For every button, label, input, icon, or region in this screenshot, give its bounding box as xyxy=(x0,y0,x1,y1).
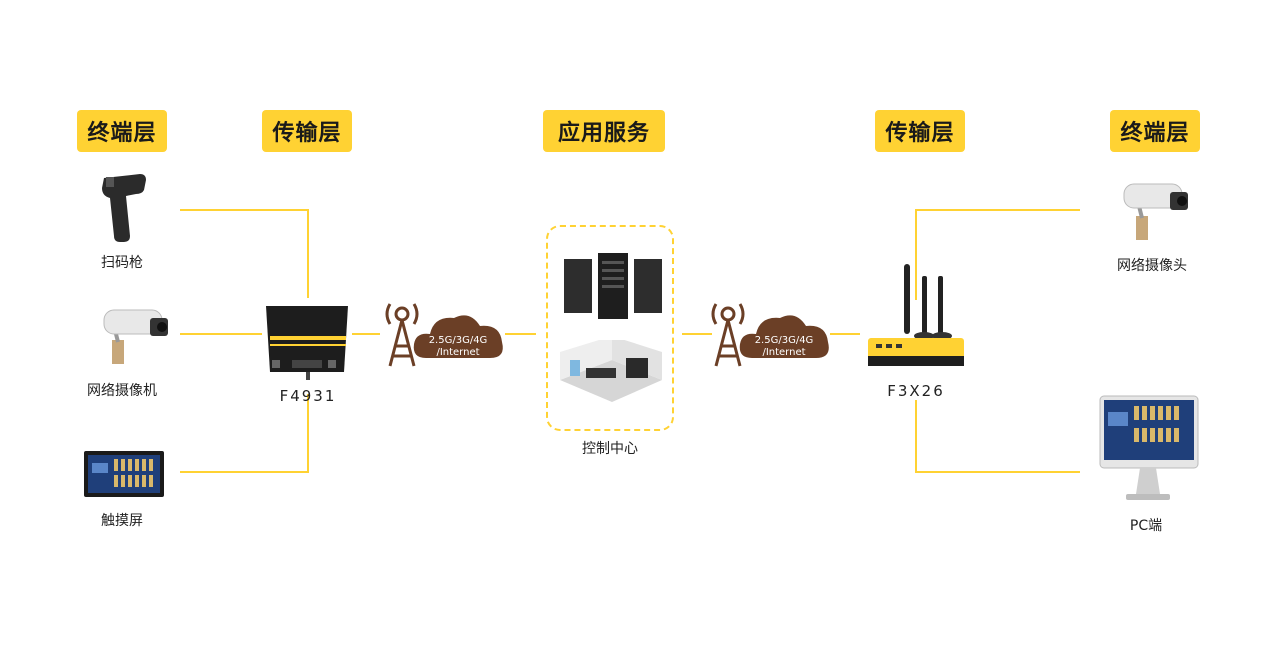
layer-tag-right-terminal: 终端层 xyxy=(1110,110,1200,152)
touchscreen-label: 触摸屏 xyxy=(101,513,143,529)
camera-right-label: 网络摄像头 xyxy=(1117,258,1187,274)
layer-tag-left-transport: 传输层 xyxy=(262,110,352,152)
pc-label: PC端 xyxy=(1129,518,1163,534)
camera-left-label: 网络摄像机 xyxy=(87,383,157,399)
router-left-label: F4931 xyxy=(279,387,337,405)
left-network-label: 2.5G/3G/4G /Internet xyxy=(418,335,498,359)
router-right-label: F3X26 xyxy=(887,382,945,400)
security-camera-icon-right xyxy=(1123,183,1188,240)
right-network-line1: 2.5G/3G/4G xyxy=(754,335,814,346)
signal-tower-cloud-icon-right xyxy=(711,303,829,367)
control-room-icon xyxy=(560,340,662,402)
left-network-line2: /Internet xyxy=(436,347,480,358)
server-rack-icon xyxy=(564,253,662,319)
barcode-scanner-icon xyxy=(102,174,146,242)
router-f3x26-icon xyxy=(868,264,964,366)
control-center-label: 控制中心 xyxy=(582,441,638,457)
pc-monitor-icon xyxy=(1099,395,1199,500)
layer-tag-application: 应用服务 xyxy=(543,110,665,152)
left-network-line1: 2.5G/3G/4G xyxy=(428,335,488,346)
right-network-line2: /Internet xyxy=(762,347,806,358)
security-camera-icon xyxy=(103,309,168,364)
signal-tower-cloud-icon xyxy=(385,303,503,367)
right-network-label: 2.5G/3G/4G /Internet xyxy=(744,335,824,359)
layer-tag-right-transport: 传输层 xyxy=(875,110,965,152)
scanner-label: 扫码枪 xyxy=(101,255,143,271)
control-center-frame xyxy=(546,225,674,431)
router-f4931-icon xyxy=(266,306,348,380)
layer-tag-left-terminal: 终端层 xyxy=(77,110,167,152)
touchscreen-icon xyxy=(84,451,164,497)
